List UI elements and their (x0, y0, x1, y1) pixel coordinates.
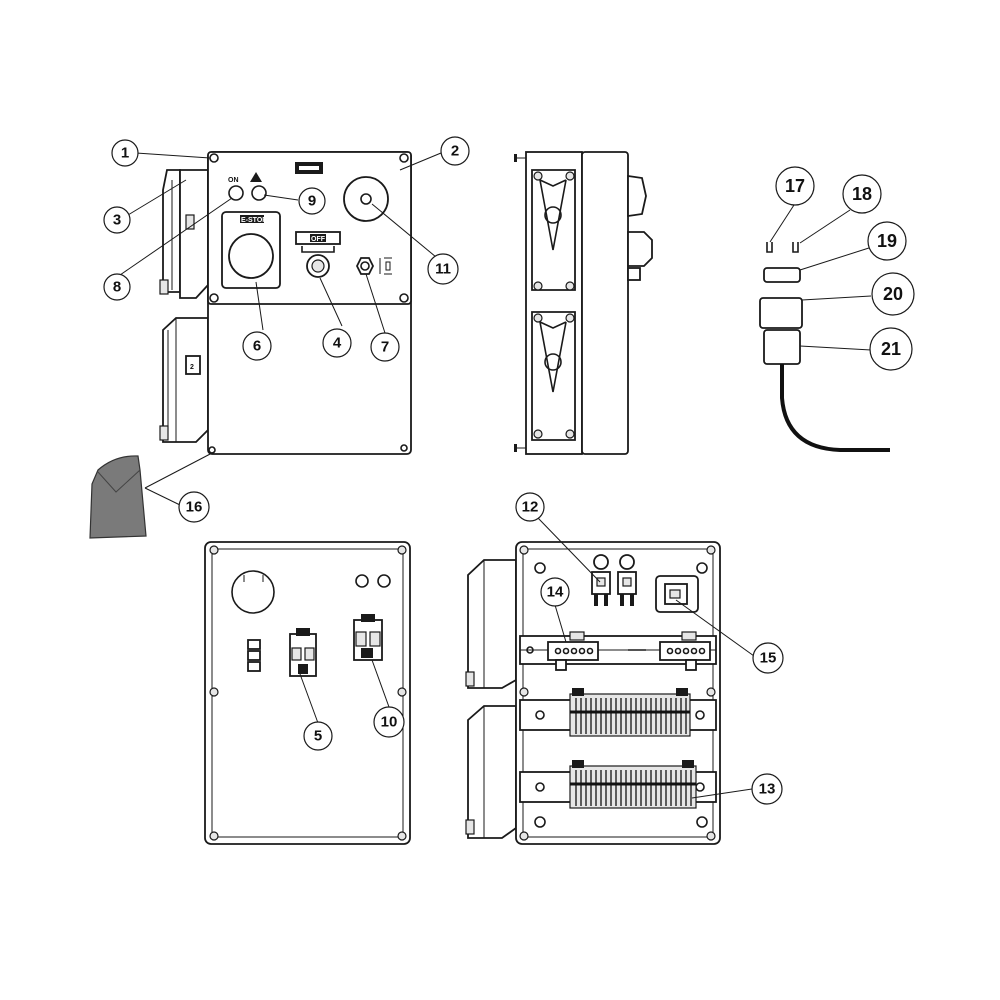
svg-text:20: 20 (883, 284, 903, 304)
callout-14: 14 (540, 577, 570, 607)
busbar-right (659, 631, 711, 671)
svg-text:1: 1 (121, 145, 129, 162)
sensor-assembly (759, 242, 890, 452)
on-label: ON (228, 177, 239, 184)
sensor-body (759, 297, 803, 329)
svg-text:13: 13 (759, 781, 776, 798)
switch-label: OFF (311, 236, 326, 243)
callout-3: 3 (103, 206, 131, 234)
busbar-left (547, 631, 599, 671)
svg-text:6: 6 (253, 338, 261, 355)
terminal-block-row-middle (569, 688, 691, 737)
callout-12: 12 (515, 492, 545, 522)
callout-13: 13 (751, 773, 783, 805)
indicator-lamp-fault (251, 185, 267, 201)
svg-text:7: 7 (381, 339, 389, 356)
svg-text:16: 16 (186, 499, 203, 516)
front-view: 2 ON E-STOP OFF (159, 151, 412, 455)
side-rotary-knob (627, 174, 647, 218)
estop-label: E-STOP (241, 217, 267, 224)
callout-19: 19 (867, 221, 907, 261)
svg-text:9: 9 (308, 193, 316, 210)
estop-button (228, 233, 274, 279)
svg-text:14: 14 (547, 584, 564, 601)
warning-pictogram-icon (250, 172, 262, 182)
contact-block-5 (289, 628, 317, 677)
side-view (514, 151, 653, 455)
latch-handle-upper (159, 169, 209, 299)
handle-label: 2 (190, 364, 194, 371)
svg-text:21: 21 (881, 339, 901, 359)
svg-text:18: 18 (852, 184, 872, 204)
probe-pin-right (792, 242, 799, 253)
svg-text:11: 11 (435, 261, 451, 278)
callout-17: 17 (775, 166, 815, 206)
side-latch-lower (531, 311, 576, 441)
svg-text:8: 8 (113, 279, 121, 296)
callout-6: 6 (242, 331, 272, 361)
relay-module (655, 575, 699, 613)
leader-lines (119, 152, 873, 799)
callout-10: 10 (373, 706, 405, 738)
interior-view (465, 541, 721, 845)
sensor-cap (763, 267, 801, 283)
callout-15: 15 (752, 642, 784, 674)
callout-5: 5 (303, 721, 333, 751)
indicator-lamp-on (228, 185, 244, 201)
svg-text:17: 17 (785, 176, 805, 196)
terminal-block-row-bottom (569, 760, 697, 809)
svg-text:3: 3 (113, 212, 121, 229)
svg-text:15: 15 (760, 650, 777, 667)
back-rotary-hole (231, 570, 275, 614)
callout-16: 16 (178, 491, 210, 523)
protective-cover (89, 455, 147, 539)
probe-pin-left (766, 242, 773, 253)
rotary-switch (343, 176, 389, 222)
terminal-stack-small (247, 639, 261, 672)
callout-8: 8 (103, 273, 131, 301)
callout-4: 4 (322, 328, 352, 358)
sensor-cable (780, 364, 890, 452)
callout-9: 9 (298, 187, 326, 215)
latch-handle-lower: 2 (159, 317, 209, 443)
svg-text:2: 2 (451, 143, 459, 160)
callout-1: 1 (111, 139, 139, 167)
svg-text:4: 4 (333, 335, 342, 352)
contact-block-10 (353, 614, 383, 661)
callout-2: 2 (440, 136, 470, 166)
svg-text:5: 5 (314, 728, 322, 745)
callout-7: 7 (370, 332, 400, 362)
cable-gland (355, 257, 375, 275)
svg-text:12: 12 (522, 499, 539, 516)
side-latch-upper (531, 169, 576, 291)
callout-20: 20 (871, 272, 915, 316)
callout-18: 18 (842, 174, 882, 214)
callout-21: 21 (869, 327, 913, 371)
fuse-holders (591, 554, 637, 606)
callout-11: 11 (427, 253, 459, 285)
valve-symbol-icon (379, 257, 392, 275)
side-body (581, 151, 629, 455)
side-estop-knob (627, 231, 653, 267)
sensor-sleeve (763, 329, 801, 365)
svg-text:10: 10 (381, 714, 398, 731)
svg-text:19: 19 (877, 231, 897, 251)
